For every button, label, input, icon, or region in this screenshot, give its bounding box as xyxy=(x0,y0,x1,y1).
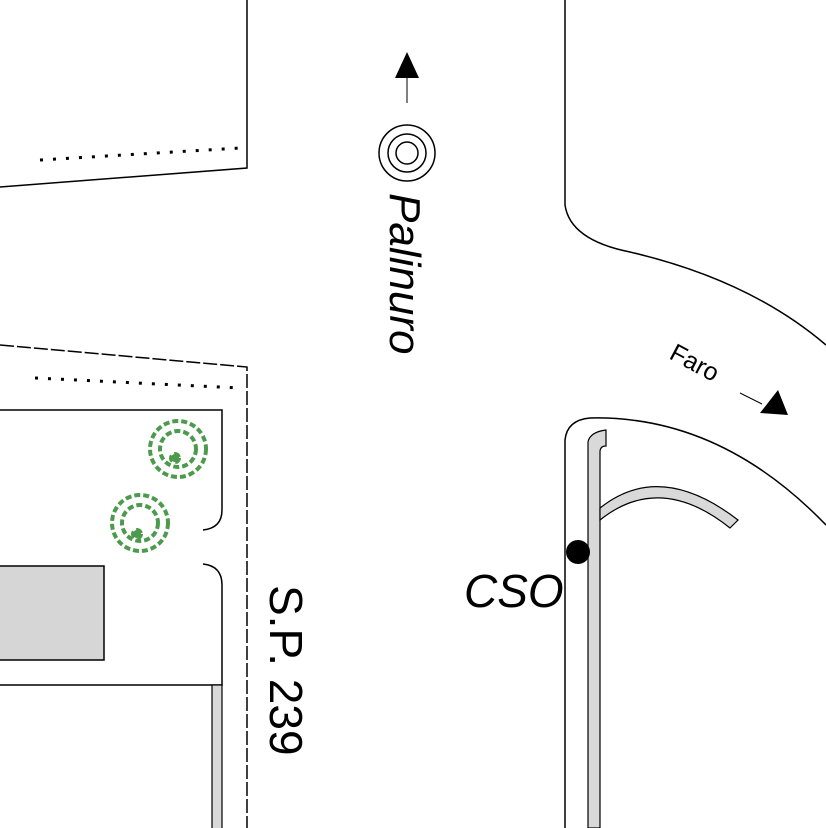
arrow-down-right-icon xyxy=(739,390,788,415)
label-faro: Faro xyxy=(665,339,724,388)
block-lower-left-dash xyxy=(34,376,241,390)
concentric-circles-icon xyxy=(378,124,436,182)
curb-arc xyxy=(599,486,739,529)
building xyxy=(0,565,105,661)
label-cso: CSO xyxy=(464,565,564,617)
block-lower-left-edge xyxy=(0,344,248,828)
label-road-sp239: S.P. 239 xyxy=(260,585,312,756)
road-edge-lower-right xyxy=(564,417,826,828)
road-edge-upper-right xyxy=(564,0,826,346)
sidewalk-right xyxy=(587,429,607,828)
tree-icon xyxy=(110,493,170,553)
tree-icon xyxy=(148,419,208,479)
filled-dot-icon xyxy=(566,540,590,564)
label-palinuro: Palinuro xyxy=(380,193,429,354)
sidewalk-left xyxy=(211,684,223,828)
inner-lot-edge xyxy=(0,409,223,686)
block-upper-left-edge xyxy=(0,0,248,188)
block-upper-left-dash xyxy=(39,146,241,162)
arrow-up-icon xyxy=(395,52,419,103)
